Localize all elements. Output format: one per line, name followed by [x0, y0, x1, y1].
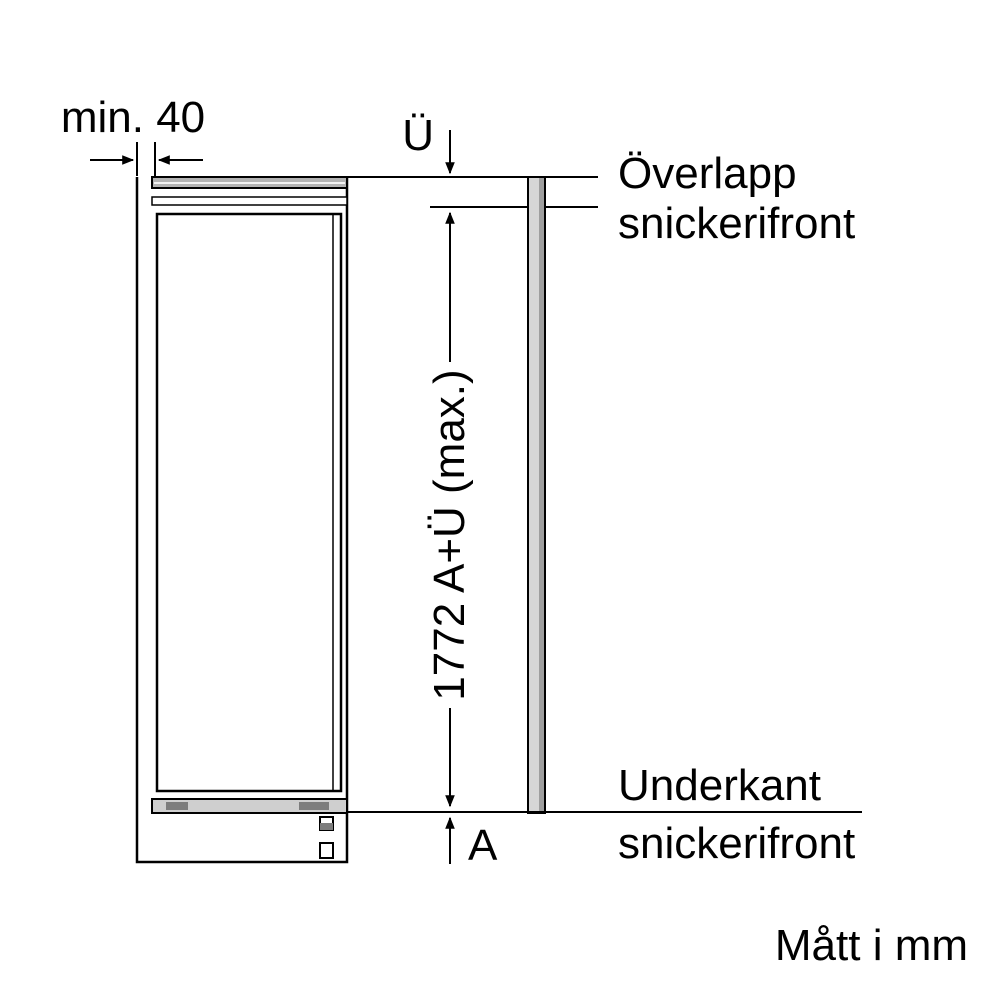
top-hinge-strip — [151, 196, 348, 206]
overlap-label-line1: Överlapp — [618, 149, 797, 198]
adjustment-foot-upper-fill — [320, 823, 333, 830]
overlap-label-line2: snickerifront — [618, 199, 855, 248]
plinth-foot-right — [299, 802, 329, 810]
adjustment-foot-lower — [319, 842, 334, 859]
units-label: Mått i mm — [775, 921, 968, 970]
height-dim-label: 1772 A+Ü (max.) — [425, 369, 474, 700]
appliance-door — [155, 212, 343, 793]
underkant-label-line1: Underkant — [618, 761, 821, 810]
dim-min40-label: min. 40 — [61, 93, 205, 142]
base-plinth — [151, 798, 348, 814]
dim-a-label: A — [468, 821, 498, 870]
plinth-foot-left — [166, 802, 188, 810]
dim-u-label: Ü — [402, 111, 434, 160]
underkant-label-line2: snickerifront — [618, 819, 855, 868]
furniture-front-panel — [527, 176, 546, 814]
furniture-front-panel-edge — [539, 178, 544, 812]
niche-outline — [135, 177, 349, 864]
